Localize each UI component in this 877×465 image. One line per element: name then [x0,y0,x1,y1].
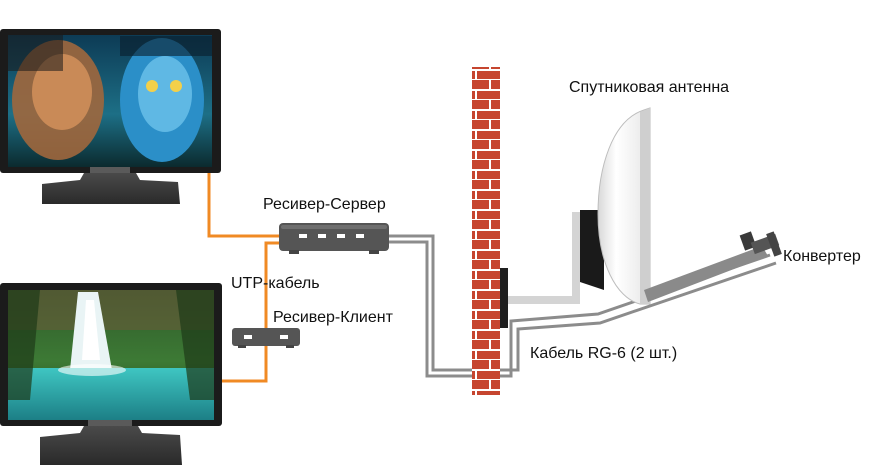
tv-client [0,283,222,465]
label-converter: Конвертер [783,248,861,265]
antenna-bracket [508,212,580,304]
label-receiver-server: Ресивер-Сервер [263,196,386,213]
coax-cable-1 [389,234,777,372]
label-satellite-antenna: Спутниковая антенна [569,79,729,96]
brick-wall [472,67,500,395]
tv-server-stand [42,173,180,204]
label-receiver-client: Ресивер-Клиент [273,309,394,326]
label-cable-rg6: Кабель RG-6 (2 шт.) [530,345,677,362]
utp-cable-tv1 [207,172,280,238]
tv-client-stand [40,426,182,465]
label-utp-cable: UTP-кабель [231,275,320,292]
antenna-feed-arm [644,246,768,302]
satellite-antenna-graphic [500,107,782,328]
tv-server [0,29,221,204]
coax-cables [389,234,777,378]
receiver-server-device [279,223,389,254]
antenna-wall-plate [500,268,508,328]
converter-lnb [739,231,782,257]
receiver-client-device [232,328,300,348]
antenna-dish [597,107,651,305]
coax-cable-2 [389,240,771,378]
